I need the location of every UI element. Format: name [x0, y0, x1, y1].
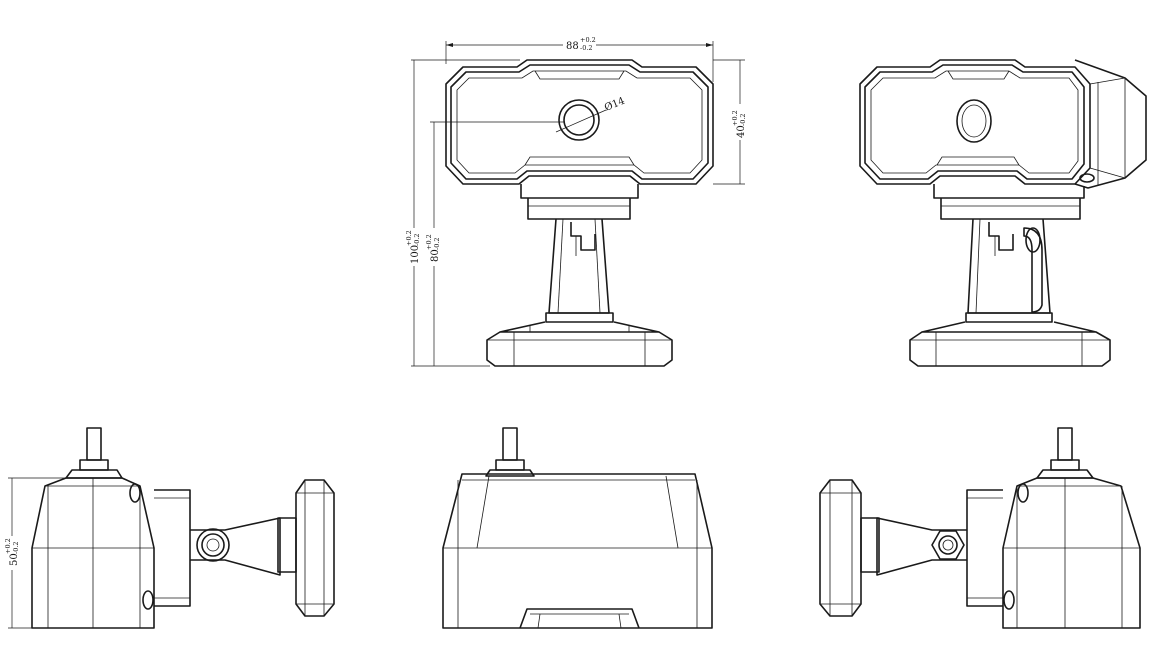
- lens-height-dim-lower-tol: -0.2: [433, 237, 441, 250]
- right-side-view: [819, 427, 1141, 629]
- head-height-dim-lower-tol: -0.2: [739, 113, 747, 126]
- total-height-dim-value: 100: [410, 245, 421, 264]
- front-view: [445, 59, 714, 367]
- rear-view: [859, 59, 1147, 367]
- lens-diameter-label: Ø14: [603, 96, 627, 114]
- top-view: [442, 427, 713, 629]
- head-height-dim-value: 40: [736, 125, 747, 138]
- width-dim-lower-tol: -0.2: [580, 44, 593, 52]
- dimension-labels: 88 +0.2 -0.2 Ø14 40 +0.2 -0.2 100 +0.2 -…: [4, 36, 747, 566]
- total-height-dim-upper-tol: +0.2: [405, 230, 413, 246]
- left-side-view: [31, 427, 335, 629]
- dimension-lines: [411, 41, 745, 367]
- depth-dim-lower-tol: -0.2: [12, 541, 20, 554]
- width-dim-upper-tol: +0.2: [580, 36, 596, 44]
- total-height-dim-lower-tol: -0.2: [413, 233, 421, 246]
- depth-dimension: [8, 477, 66, 629]
- lens-height-dim-upper-tol: +0.2: [425, 234, 433, 250]
- width-dim-value: 88: [566, 41, 579, 52]
- depth-dim-value: 50: [9, 553, 20, 566]
- lens-height-dim-value: 80: [430, 249, 441, 262]
- depth-dim-upper-tol: +0.2: [4, 538, 12, 554]
- head-height-dim-upper-tol: +0.2: [731, 110, 739, 126]
